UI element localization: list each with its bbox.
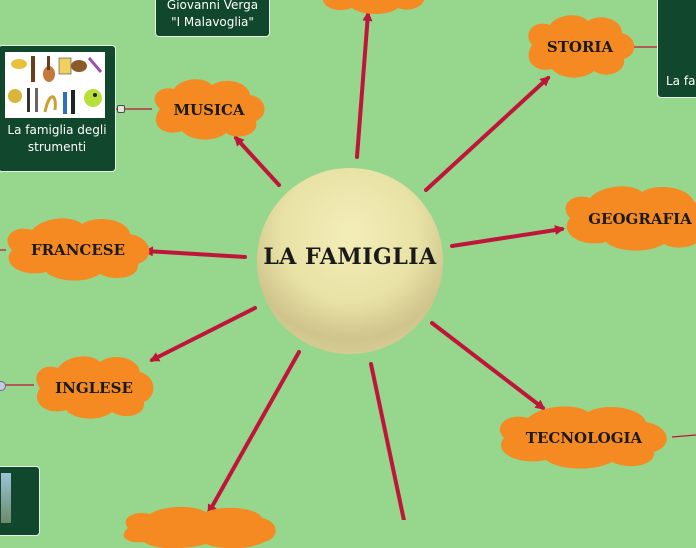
topic-cloud-francese[interactable]: FRANCESE bbox=[2, 218, 154, 282]
topic-cloud-musica[interactable]: MUSICA bbox=[150, 79, 268, 141]
arrow-to-francese bbox=[143, 246, 247, 259]
note-verga-line1: Giovanni Verga bbox=[166, 0, 259, 12]
instruments-image bbox=[5, 52, 105, 118]
collapse-toggle-musica[interactable] bbox=[117, 105, 125, 113]
note-storia[interactable]: La fa bbox=[657, 0, 696, 98]
topic-cloud-inglese[interactable]: INGLESE bbox=[32, 356, 156, 420]
arrow-to-storia bbox=[424, 75, 551, 192]
topic-cloud-bottom-left[interactable] bbox=[120, 507, 278, 548]
topic-label-inglese: INGLESE bbox=[55, 379, 133, 397]
arrow-to-inglese bbox=[149, 306, 257, 362]
note-verga[interactable]: Giovanni Verga "I Malavoglia" bbox=[155, 0, 270, 37]
topic-label-tecnologia: TECNOLOGIA bbox=[525, 429, 643, 447]
arrow-to-bottom bbox=[369, 362, 406, 520]
central-topic[interactable]: LA FAMIGLIA bbox=[257, 168, 443, 354]
arrow-to-geografia bbox=[450, 225, 565, 248]
arrow-to-bottom-left bbox=[207, 350, 301, 515]
topic-cloud-storia[interactable]: STORIA bbox=[524, 15, 636, 79]
topic-cloud-top[interactable] bbox=[318, 0, 430, 14]
central-topic-label: LA FAMIGLIA bbox=[263, 244, 437, 270]
arrow-to-top bbox=[355, 11, 373, 159]
note-bottom-left[interactable] bbox=[0, 466, 40, 536]
topic-label-musica: MUSICA bbox=[173, 101, 245, 119]
topic-cloud-tecnologia[interactable]: TECNOLOGIA bbox=[494, 406, 674, 470]
note-strumenti-line1: La famiglia degli bbox=[7, 123, 107, 137]
note-strumenti[interactable]: La famiglia degli strumenti bbox=[0, 45, 116, 172]
topic-cloud-geografia[interactable]: GEOGRAFIA bbox=[560, 186, 696, 252]
topic-label-francese: FRANCESE bbox=[30, 241, 126, 259]
inglese-link-marker[interactable] bbox=[0, 381, 6, 391]
arrow-to-musica bbox=[233, 135, 281, 187]
topic-label-geografia: GEOGRAFIA bbox=[588, 210, 692, 228]
note-verga-line2: "I Malavoglia" bbox=[171, 15, 254, 29]
arrows bbox=[143, 11, 565, 520]
note-storia-text: La fa bbox=[666, 74, 696, 88]
arrow-to-tecnologia bbox=[430, 321, 546, 410]
note-bottom-left-image bbox=[1, 473, 11, 523]
note-strumenti-line2: strumenti bbox=[27, 140, 87, 154]
instruments-illustration bbox=[8, 56, 103, 114]
topic-label-storia: STORIA bbox=[546, 38, 614, 56]
